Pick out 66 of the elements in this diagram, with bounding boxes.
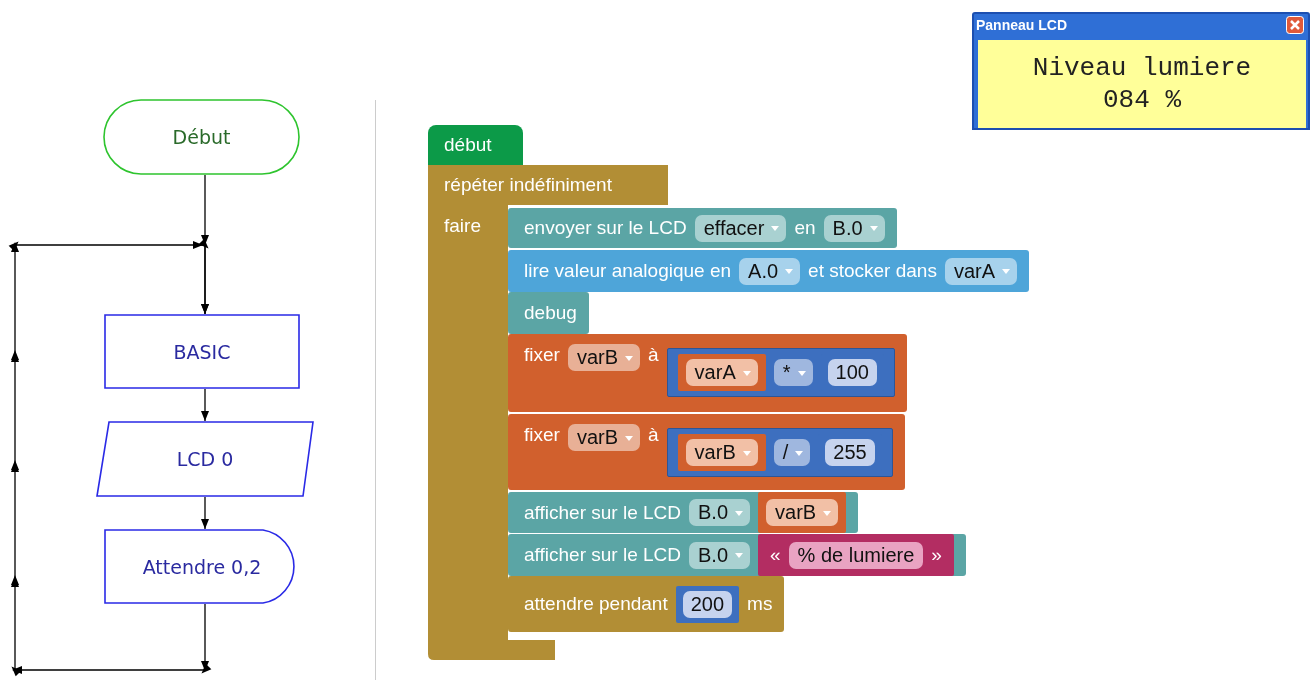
math-block <box>666 348 895 397</box>
block-label: « <box>770 544 781 566</box>
block-label: lire valeur analogique en <box>524 260 732 282</box>
statement-block <box>508 334 907 412</box>
block-label: faire <box>444 215 481 237</box>
number-field: 255 <box>825 439 875 466</box>
statement-block <box>508 208 897 248</box>
dropdown-menu: A.0 <box>739 257 801 285</box>
variable-block <box>677 434 766 471</box>
node-label: BASIC <box>173 340 231 363</box>
block-label: envoyer sur le LCD <box>524 217 687 239</box>
arrow <box>201 388 209 422</box>
block-label: ms <box>747 593 773 615</box>
statement-block <box>508 492 859 533</box>
arrow <box>8 240 212 677</box>
block-label: début <box>444 134 492 156</box>
statement-block <box>508 414 905 490</box>
block-label: attendre pendant <box>524 593 668 615</box>
number-field: 100 <box>827 359 877 386</box>
statement-block <box>508 292 589 334</box>
block-label: » <box>931 544 942 566</box>
dropdown-menu: varB <box>567 424 641 451</box>
dropdown-menu: varA <box>944 257 1018 285</box>
node-label: LCD 0 <box>176 448 234 470</box>
dropdown-menu: varB <box>766 499 839 526</box>
lcd-text: 084 % <box>1103 84 1181 116</box>
block-label: fixer <box>524 424 560 446</box>
hat-block <box>428 125 523 167</box>
io-parallelogram <box>95 421 315 497</box>
block-label: afficher sur le LCD <box>524 501 681 524</box>
lcd-window <box>972 12 1310 130</box>
dropdown-menu: varB <box>685 439 758 466</box>
dropdown-menu: B.0 <box>689 541 751 569</box>
dropdown-menu: B.0 <box>823 214 885 242</box>
block-label: afficher sur le LCD <box>524 544 681 566</box>
dropdown-menu: effacer <box>694 214 787 242</box>
dropdown-menu: / <box>773 439 811 466</box>
window-title: Panneau LCD <box>976 17 1067 33</box>
start-terminal <box>103 99 300 175</box>
node-label: Attendre 0,2 <box>142 555 262 578</box>
node-label: Début <box>172 126 231 148</box>
process-box <box>103 314 301 389</box>
number-block <box>675 585 740 623</box>
text-field: % de lumiere <box>788 541 924 569</box>
statement-block <box>508 576 785 632</box>
block-label: à <box>648 424 659 446</box>
block-label: en <box>794 217 816 239</box>
math-block <box>666 428 893 477</box>
block-label: à <box>648 344 659 366</box>
variable-block <box>677 354 766 391</box>
dropdown-menu: * <box>773 359 813 386</box>
statement-block <box>508 250 1030 292</box>
arrow <box>201 496 209 530</box>
variable-block <box>758 492 847 533</box>
statement-block <box>508 534 966 576</box>
block-label: répéter indéfiniment <box>444 174 612 196</box>
dropdown-menu: varA <box>685 359 758 386</box>
text-block <box>758 534 954 576</box>
lcd-text: Niveau lumiere <box>1032 52 1252 84</box>
block-label: debug <box>524 302 577 324</box>
block-label: et stocker dans <box>808 260 937 282</box>
block-label: fixer <box>524 344 560 366</box>
number-field: 200 <box>682 590 733 618</box>
dropdown-menu: varB <box>567 344 641 371</box>
lcd-screen <box>978 40 1306 128</box>
dropdown-menu: B.0 <box>689 499 751 526</box>
